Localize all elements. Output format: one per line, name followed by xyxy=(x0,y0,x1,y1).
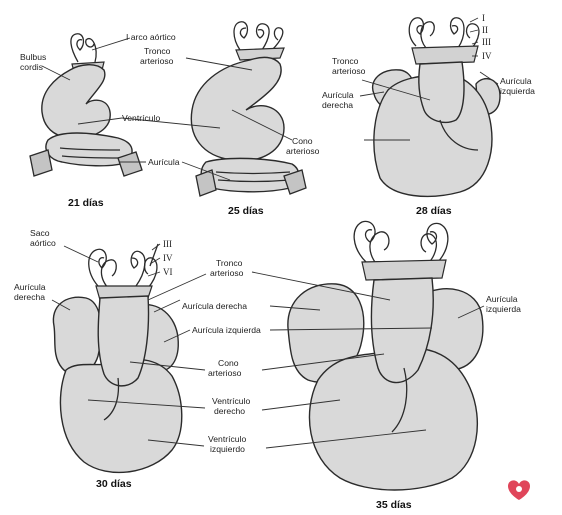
heart-25-days xyxy=(191,22,306,196)
label-arch-III-28: III xyxy=(482,37,491,47)
label-arch-II-28: II xyxy=(482,25,488,35)
heart-21-days xyxy=(30,34,142,176)
tube-heart-21 xyxy=(42,65,110,139)
label-arch-VI-30: VI xyxy=(163,267,173,277)
label-arch-IV-28: IV xyxy=(482,51,492,61)
tube-heart-25 xyxy=(191,57,284,160)
label-ventriculo-21: Ventrículo xyxy=(122,113,160,123)
heart-30-days xyxy=(53,244,181,472)
atrium-right-30 xyxy=(53,297,101,375)
stage-35-dias: 35 días xyxy=(376,499,412,511)
label-auricula-izquierda-mid: Aurícula izquierda xyxy=(192,325,261,335)
label-arch-I-28: I xyxy=(482,13,485,23)
label-primer-arco: I arco aórtico xyxy=(126,32,176,42)
stage-21-dias: 21 días xyxy=(68,197,104,209)
truncus-30 xyxy=(98,296,148,386)
label-arch-IV-30: IV xyxy=(163,253,173,263)
heart-28-days xyxy=(373,18,500,197)
label-arch-III-30: III xyxy=(163,239,172,249)
label-auricula-21: Aurícula xyxy=(148,157,180,167)
heart-icon xyxy=(508,480,530,500)
stage-30-dias: 30 días xyxy=(96,478,132,490)
truncus-28 xyxy=(419,62,464,122)
label-auricula-derecha-mid: Aurícula derecha xyxy=(182,301,247,311)
stage-28-dias: 28 días xyxy=(416,205,452,217)
stage-25-dias: 25 días xyxy=(228,205,264,217)
heart-35-days xyxy=(288,221,483,490)
